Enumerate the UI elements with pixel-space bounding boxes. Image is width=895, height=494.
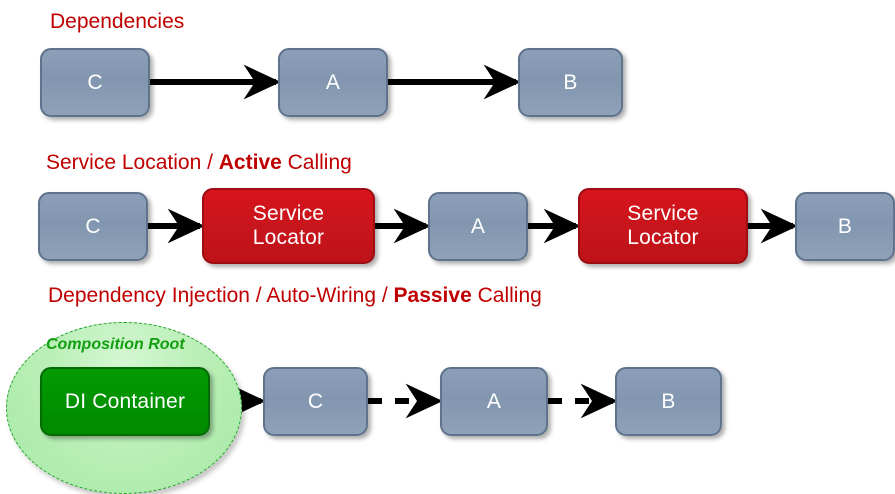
node-label: B	[837, 214, 853, 238]
node-a[interactable]: A	[440, 367, 548, 436]
node-di-container[interactable]: DI Container	[40, 367, 210, 436]
node-label: C	[85, 214, 101, 238]
node-label: A	[486, 389, 502, 413]
node-label: C	[307, 389, 324, 413]
node-label: A	[470, 214, 486, 238]
node-c[interactable]: C	[40, 48, 150, 117]
node-b[interactable]: B	[518, 48, 623, 117]
section-title-part: Dependency Injection / Auto-Wiring /	[48, 284, 394, 307]
node-a[interactable]: A	[278, 48, 388, 117]
section-title-part: Dependencies	[50, 10, 185, 33]
section-title-part: Passive	[393, 284, 472, 307]
node-label: B	[661, 389, 676, 413]
node-label: DI Container	[64, 389, 186, 413]
composition-root-label: Composition Root	[46, 336, 185, 353]
node-label: B	[563, 70, 578, 94]
node-label: A	[325, 70, 341, 94]
section-title-dependency-injection: Dependency Injection / Auto-Wiring / Pas…	[48, 285, 542, 306]
section-title-part: Active	[218, 151, 282, 174]
section-title-service-location: Service Location / Active Calling	[46, 152, 352, 173]
node-label: C	[87, 70, 103, 94]
section-title-dependencies: Dependencies	[50, 11, 184, 32]
node-a[interactable]: A	[428, 192, 528, 261]
node-c[interactable]: C	[38, 192, 148, 261]
node-b[interactable]: B	[795, 192, 895, 261]
section-title-part: Calling	[471, 284, 542, 307]
node-c[interactable]: C	[263, 367, 368, 436]
section-title-part: Calling	[281, 151, 352, 174]
section-title-part: Service Location /	[46, 151, 219, 174]
node-b[interactable]: B	[615, 367, 722, 436]
